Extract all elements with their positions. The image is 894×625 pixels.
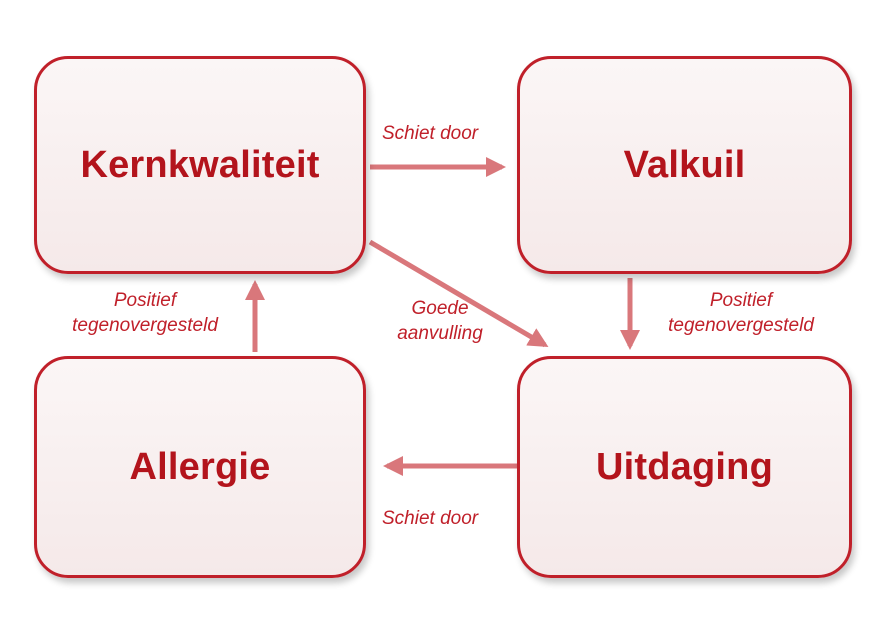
edge-label-line: Positief — [113, 290, 177, 311]
edge-label-line: aanvulling — [397, 323, 483, 344]
edge-label-line: tegenovergesteld — [72, 315, 218, 336]
node-allergie: Allergie — [34, 356, 366, 578]
edge-label-line: Positief — [709, 290, 773, 311]
edge-label-line: Goede — [411, 298, 469, 319]
edge-label-uitdaging-to-allergie: Schiet door — [382, 506, 478, 531]
node-label: Valkuil — [623, 143, 746, 186]
arrow-kern-to-uitdaging — [368, 239, 549, 348]
edge-label-kern-to-uitdaging: Goede aanvulling — [380, 296, 500, 346]
edge-label-text: Schiet door — [382, 508, 479, 529]
node-kernkwaliteit: Kernkwaliteit — [34, 56, 366, 274]
node-label: Kernkwaliteit — [80, 143, 320, 186]
node-label: Uitdaging — [596, 445, 773, 488]
edge-label-kern-to-valkuil: Schiet door — [382, 121, 478, 146]
edge-label-allergie-to-kern: Positief tegenovergesteld — [52, 288, 238, 338]
edge-label-text: Schiet door — [382, 123, 479, 144]
edge-label-valkuil-to-uitdaging: Positief tegenovergesteld — [648, 288, 834, 338]
node-valkuil: Valkuil — [517, 56, 852, 274]
node-uitdaging: Uitdaging — [517, 356, 852, 578]
edge-label-line: tegenovergesteld — [668, 315, 814, 336]
node-label: Allergie — [129, 445, 271, 488]
